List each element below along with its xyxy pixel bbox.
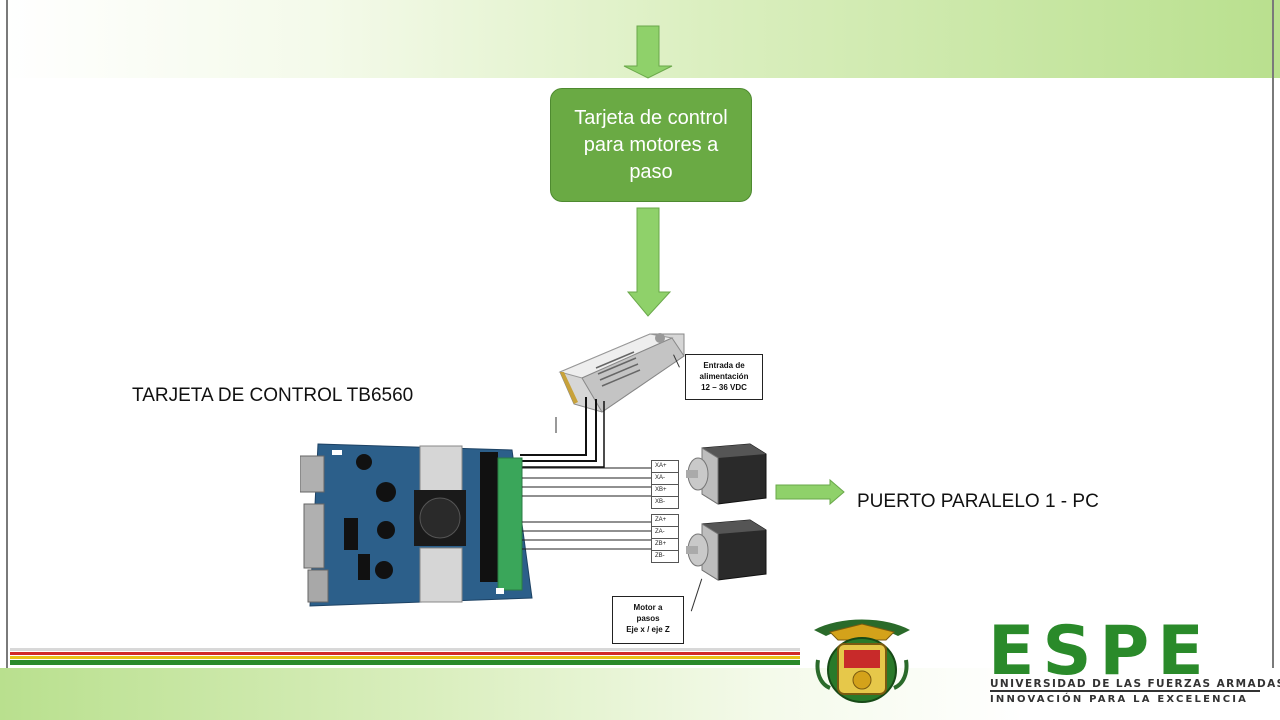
- espe-wordmark: ESPE: [988, 612, 1212, 691]
- power-input-line2: alimentación: [699, 372, 749, 381]
- pin-label: XA+: [651, 460, 679, 473]
- logo-divider: [990, 690, 1260, 692]
- psu-wires: [520, 397, 605, 468]
- stepper-motor-x-image: [686, 443, 767, 505]
- arrow-right: [775, 478, 845, 506]
- pin-label: ZB+: [651, 539, 679, 551]
- pin-label: ZB-: [651, 551, 679, 563]
- pin-label: XA-: [651, 473, 679, 485]
- parallel-port-caption: PUERTO PARALELO 1 - PC: [857, 491, 1099, 512]
- motor-box-line3: Eje x / eje Z: [626, 625, 670, 634]
- motor-box-line2: pasos: [636, 614, 660, 623]
- motor-signal-wires: [522, 467, 652, 550]
- logo-university-line: UNIVERSIDAD DE LAS FUERZAS ARMADAS: [990, 678, 1280, 690]
- power-input-line3: 12 – 36 VDC: [701, 383, 747, 392]
- pin-label: XB-: [651, 497, 679, 509]
- stepper-motor-z-image: [686, 519, 767, 581]
- motor-box-line1: Motor a: [633, 603, 663, 612]
- board-caption: TARJETA DE CONTROL TB6560: [132, 385, 414, 406]
- arrow-down-top: [623, 25, 673, 79]
- pin-label: XB+: [651, 485, 679, 497]
- logo-motto-line: INNOVACIÓN PARA LA EXCELENCIA: [990, 694, 1249, 705]
- stepper-motor-box: Motor a pasos Eje x / eje Z: [612, 596, 684, 644]
- footer-stripe-yellow: [10, 656, 800, 659]
- bottom-gradient-band: [0, 668, 1280, 720]
- right-border-line: [1272, 0, 1274, 720]
- university-crest-logo: [814, 619, 910, 703]
- motor-x-pin-list: XA+ XA- XB+ XB-: [651, 460, 679, 509]
- footer-stripe-red: [10, 652, 800, 655]
- footer-stripe-gray: [10, 648, 800, 651]
- tb6560-board-image: [300, 443, 533, 607]
- power-input-line1: Entrada de: [703, 361, 745, 370]
- control-board-box: Tarjeta de control para motores a paso: [550, 88, 752, 202]
- control-board-label: Tarjeta de control para motores a paso: [574, 106, 728, 183]
- left-border-line: [6, 0, 8, 720]
- pin-label: ZA+: [651, 514, 679, 527]
- power-supply-image: [558, 333, 685, 413]
- pin-label: ZA-: [651, 527, 679, 539]
- power-input-box: Entrada de alimentación 12 – 36 VDC: [685, 354, 763, 400]
- motor-z-pin-list: ZA+ ZA- ZB+ ZB-: [651, 514, 679, 563]
- arrow-down-middle: [626, 207, 672, 317]
- footer-stripe-green: [10, 660, 800, 665]
